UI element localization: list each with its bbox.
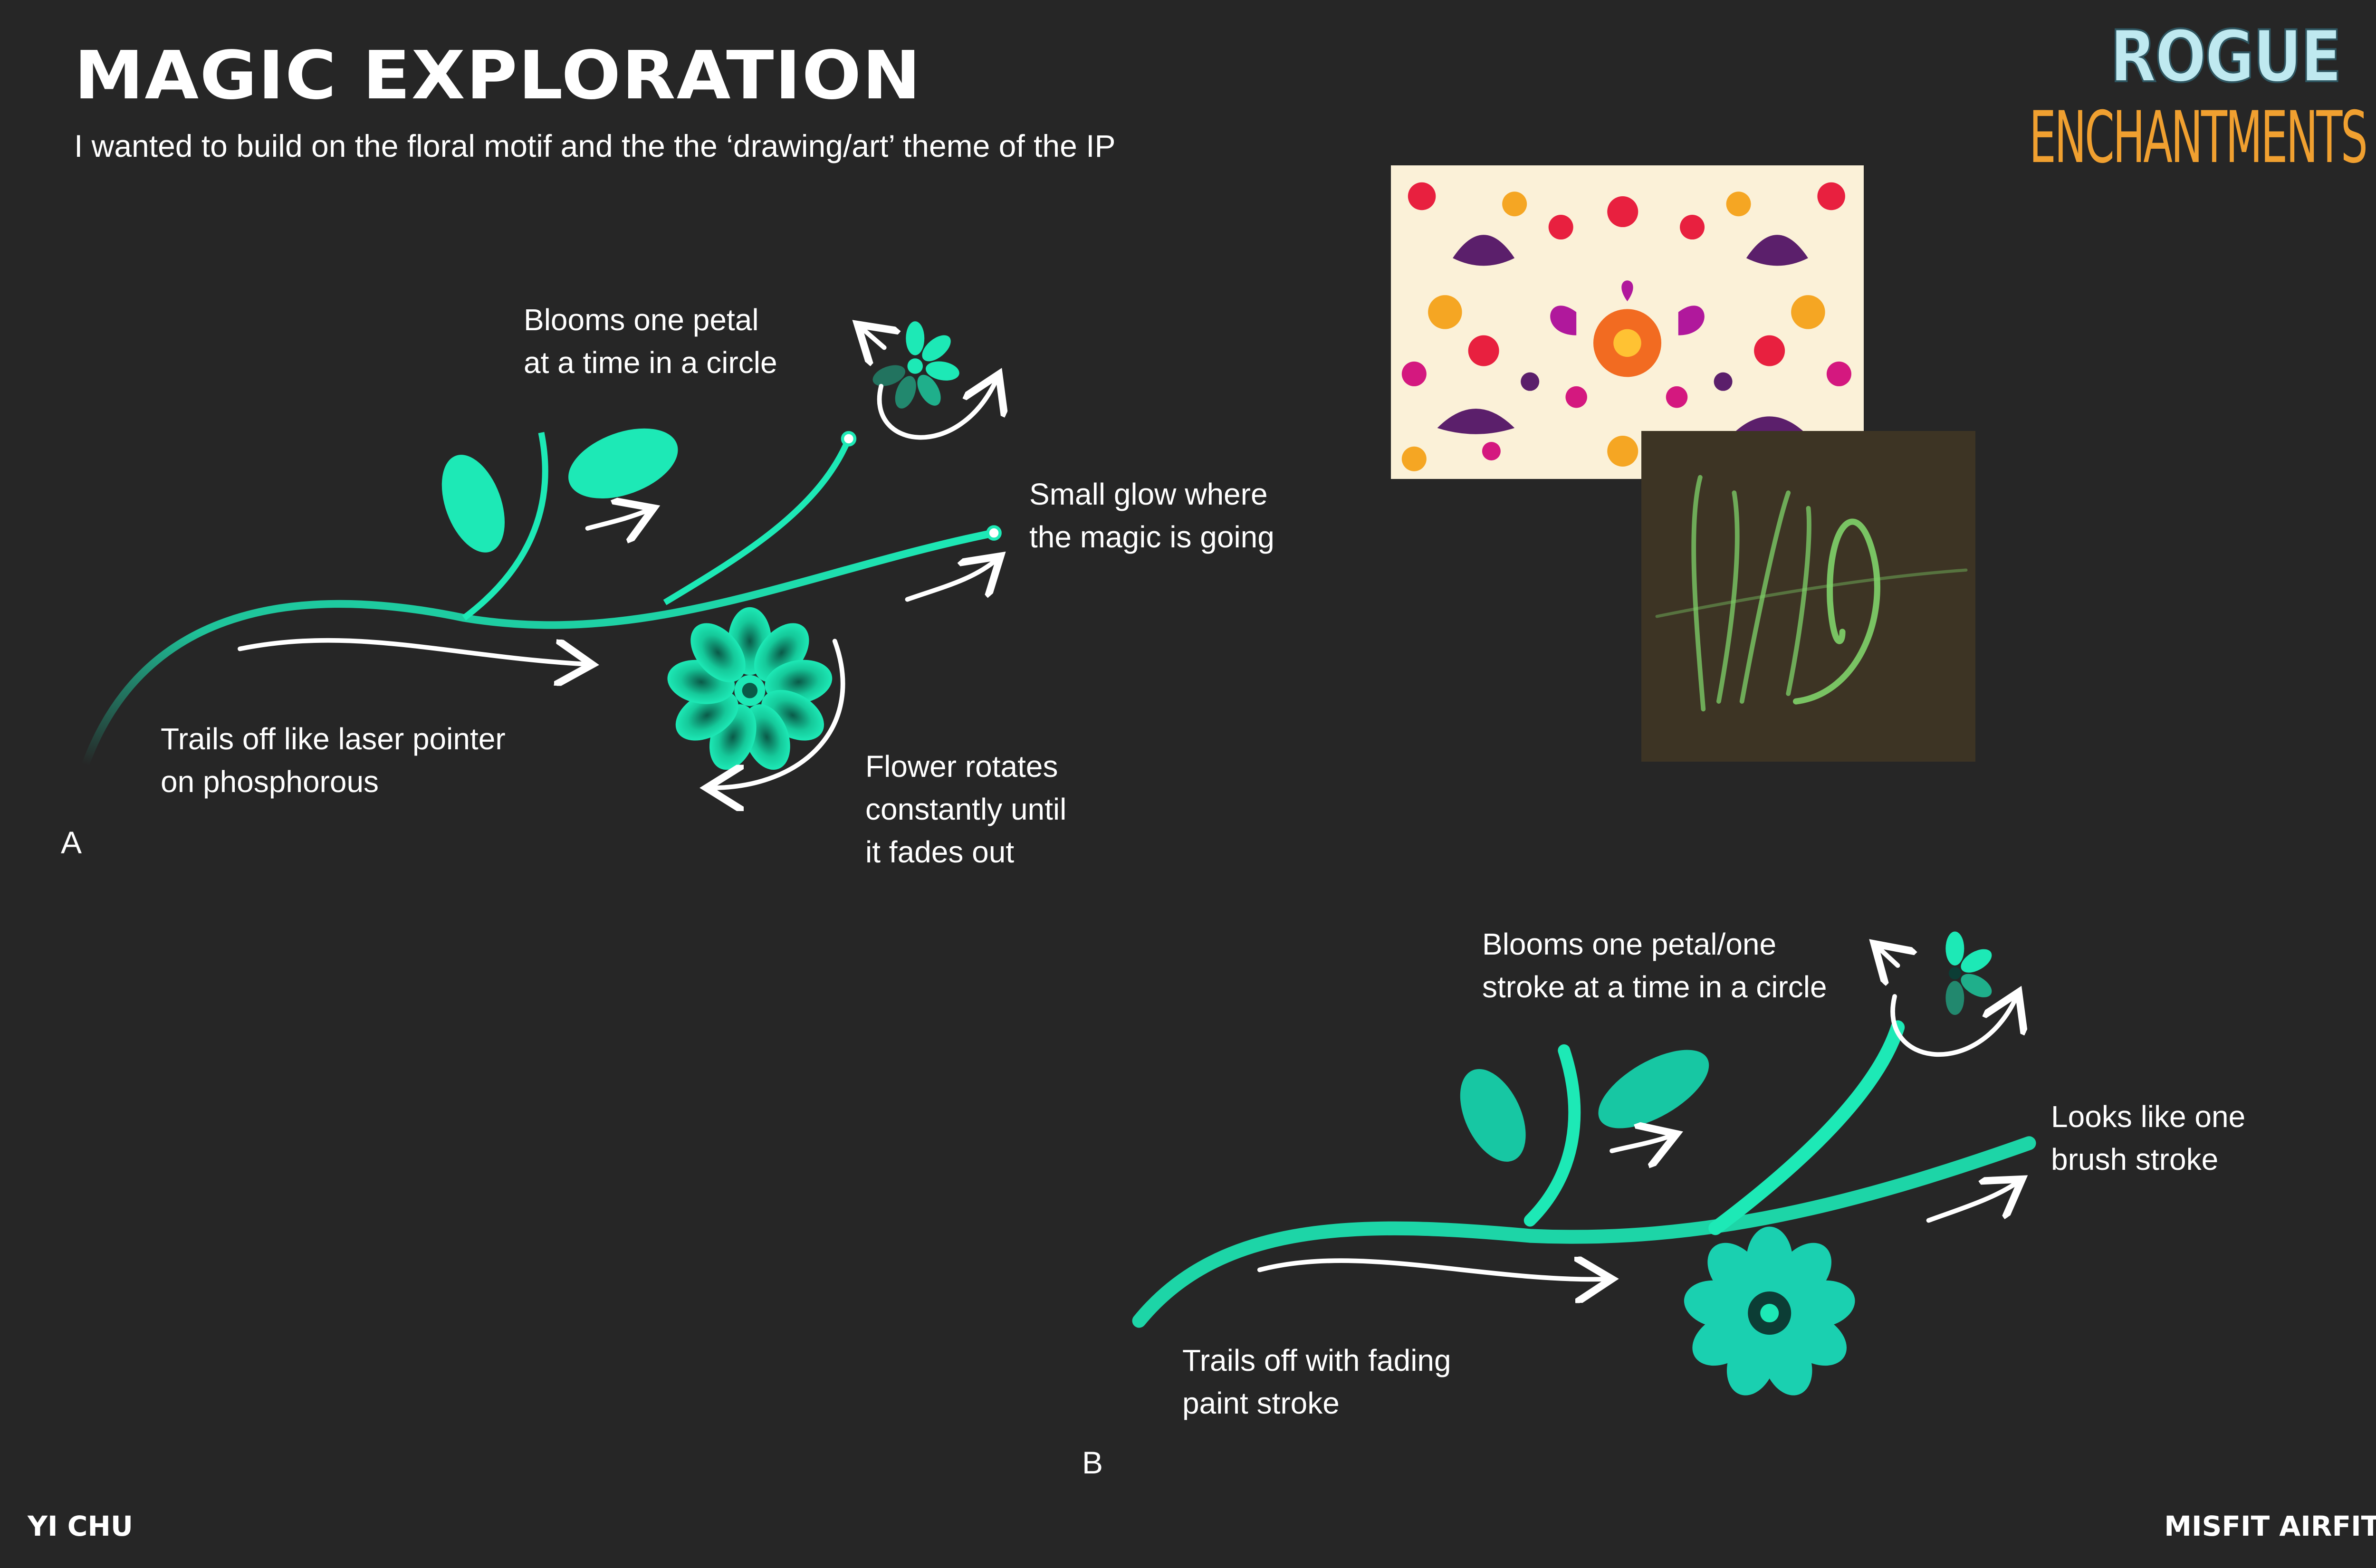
brush-leaf <box>1460 1069 1526 1162</box>
note-b-trail: Trails off with fading paint stroke <box>1182 1339 1451 1425</box>
motion-arrow <box>238 638 588 664</box>
concept-b-illustration <box>1132 931 2036 1396</box>
note-line: Trails off with fading <box>1182 1343 1451 1377</box>
note-b-brush: Looks like one brush stroke <box>2051 1095 2245 1181</box>
floral-reference-image <box>1391 165 1864 479</box>
note-a-glow: Small glow where the magic is going <box>1029 473 1274 558</box>
note-line: constantly until <box>865 792 1067 826</box>
glow-scribble <box>1655 475 1968 712</box>
page-subtitle: I wanted to build on the floral motif an… <box>74 128 1116 163</box>
concept-a-label: A <box>61 825 82 860</box>
bloom-arrow <box>1878 947 1897 966</box>
note-line: at a time in a circle <box>524 345 777 380</box>
leaf <box>568 428 678 499</box>
brush-stem <box>1132 1136 2036 1328</box>
note-line: paint stroke <box>1182 1386 1340 1420</box>
rogue-enchantments-logo: ROGUE ENCHANTMENTS <box>2029 16 2376 181</box>
note-a-trail: Trails off like laser pointer on phospho… <box>161 717 506 803</box>
note-line: stroke at a time in a circle <box>1482 970 1827 1004</box>
motion-arrow <box>1257 1261 1608 1279</box>
note-line: it fades out <box>865 835 1015 869</box>
motion-arrow <box>1926 1182 2019 1223</box>
note-line: the magic is going <box>1029 520 1274 554</box>
glow-dot <box>841 431 857 447</box>
note-line: Looks like one <box>2051 1100 2246 1134</box>
bloom-arrow <box>877 379 997 440</box>
concept-b-label: B <box>1082 1445 1103 1480</box>
note-line: Blooms one petal <box>524 303 759 337</box>
motion-arrow <box>905 559 997 602</box>
leaf-stem <box>462 432 548 621</box>
note-line: brush stroke <box>2051 1142 2219 1176</box>
concept-a-illustration <box>81 321 1002 788</box>
note-line: Small glow where <box>1029 477 1268 511</box>
motion-arrow <box>585 510 650 528</box>
rotation-arrow <box>711 639 845 788</box>
brush-leaf-stem <box>1523 1044 1581 1227</box>
glow-dot <box>986 525 1002 541</box>
note-line: Flower rotates <box>865 749 1058 784</box>
blooming-flower <box>872 321 959 409</box>
bloom-arrow <box>861 327 884 347</box>
light-painting-reference-photo <box>1641 431 1975 762</box>
logo-line2: ENCHANTMENTS <box>2029 96 2368 179</box>
footer-author: YI CHU <box>28 1510 133 1542</box>
logo-line1: ROGUE <box>2109 16 2343 98</box>
note-b-bloom: Blooms one petal/one stroke at a time in… <box>1482 923 1827 1008</box>
bloom-arrow <box>1890 996 2017 1057</box>
note-line: on phosphorous <box>161 765 379 799</box>
rotating-flower <box>667 607 833 770</box>
footer-team: MISFIT AIRFITS <box>2164 1510 2376 1542</box>
brush-leaf <box>1598 1050 1709 1128</box>
painted-flower <box>1684 1226 1855 1396</box>
note-line: Trails off like laser pointer <box>161 722 506 756</box>
branch-upper <box>663 437 852 605</box>
leaf <box>441 455 505 553</box>
painted-bud <box>1945 931 1992 1015</box>
note-a-rotate: Flower rotates constantly until it fades… <box>865 745 1066 873</box>
note-line: Blooms one petal/one <box>1482 927 1777 961</box>
note-a-bloom: Blooms one petal at a time in a circle <box>524 298 777 384</box>
brush-branch <box>1708 1020 1905 1235</box>
page-title: MAGIC EXPLORATION <box>74 37 922 115</box>
floral-pattern <box>1401 182 1851 471</box>
motion-arrow <box>1610 1136 1672 1151</box>
